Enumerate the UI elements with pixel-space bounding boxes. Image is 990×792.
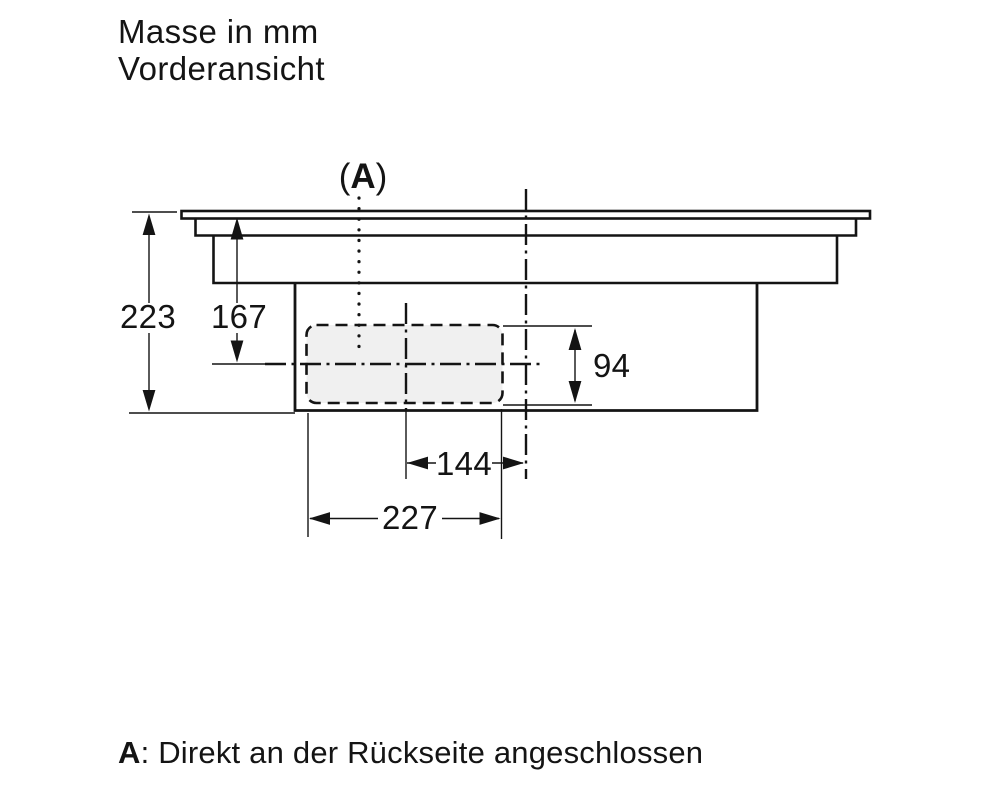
hob-housing [212, 235, 839, 285]
drawing-title: Masse in mm Vorderansicht [118, 13, 325, 87]
marker-paren-close: ) [376, 157, 388, 196]
arrowhead-up [142, 213, 156, 235]
arrowhead-left [407, 456, 428, 470]
arrowhead-left [309, 512, 330, 525]
marker-letter: A [350, 157, 375, 196]
arrowhead-up [568, 328, 582, 350]
center-lines [265, 189, 545, 479]
dimension-duct-axis-to-rear: 144 [405, 411, 524, 482]
dimension-top-to-duct-axis: 167 [211, 217, 267, 365]
dimension-duct-width: 227 [307, 409, 503, 539]
view-label: Vorderansicht [118, 50, 325, 87]
arrowhead-right [503, 456, 524, 470]
dimension-value: 94 [593, 347, 630, 384]
arrowhead-right [479, 512, 501, 525]
arrowhead-up [230, 217, 244, 240]
dimension-value: 144 [436, 445, 492, 482]
footnote: A: Direkt an der Rückseite angeschlossen [118, 735, 703, 770]
dimension-total-height: 223 [120, 211, 295, 414]
section-marker-a: (A) [339, 157, 388, 196]
arrowhead-down [142, 390, 156, 412]
arrowhead-down [230, 340, 244, 363]
arrowhead-down [568, 381, 582, 403]
dimension-value: 223 [120, 298, 176, 335]
footnote-text: : Direkt an der Rückseite angeschlossen [141, 735, 704, 770]
dimension-duct-height: 94 [503, 325, 630, 406]
units-label: Masse in mm [118, 13, 319, 50]
dimension-value: 227 [382, 499, 438, 536]
footnote-marker: A [118, 735, 141, 770]
dimension-value: 167 [211, 298, 267, 335]
marker-paren-open: ( [339, 157, 351, 196]
